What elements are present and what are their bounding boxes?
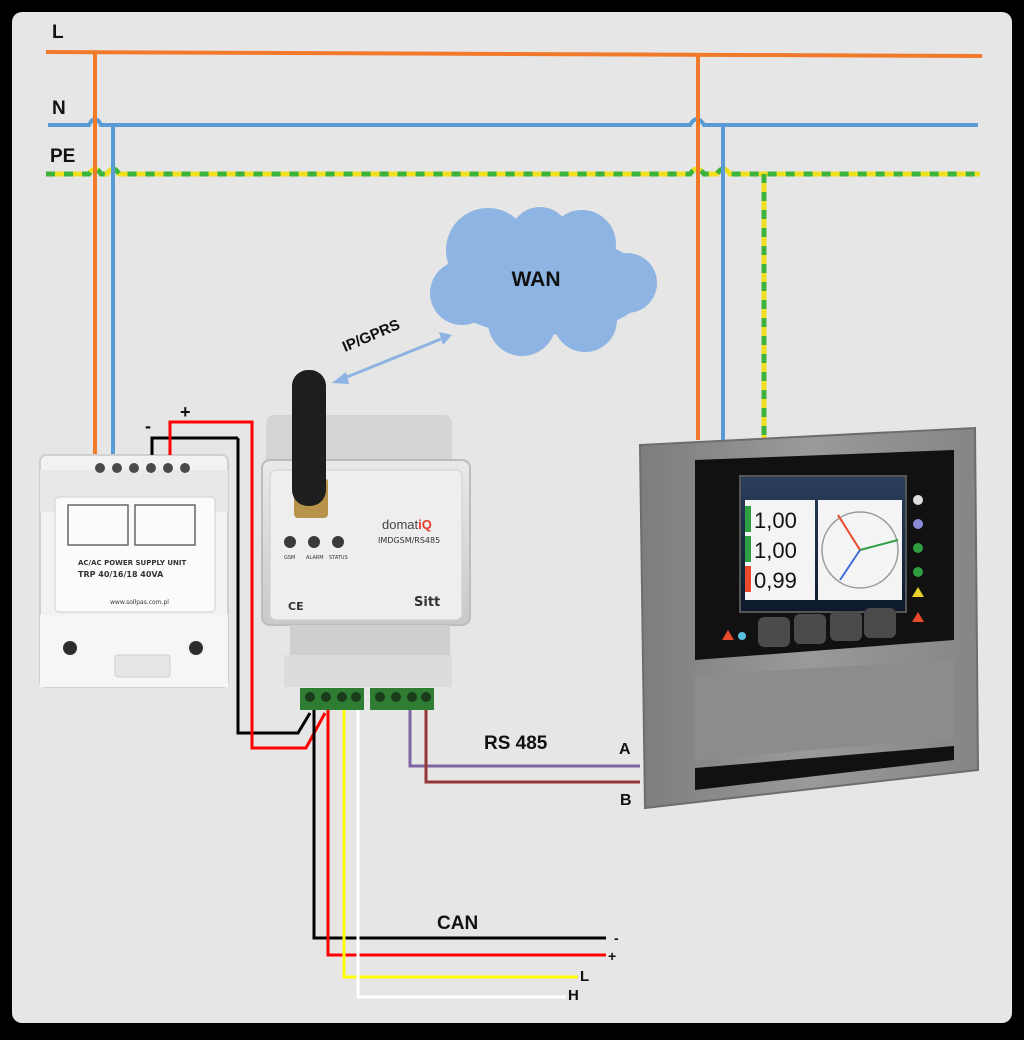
status-led-label: STATUS <box>329 555 348 561</box>
meter-side-icon <box>913 543 923 553</box>
meter-reading-2: 1,00 <box>754 538 797 563</box>
meter-front-led <box>738 632 746 640</box>
rs485-a-label: A <box>619 741 631 758</box>
can-l-label: L <box>580 968 589 985</box>
power-meter: 1,00 1,00 0,99 <box>638 426 980 810</box>
meter-reading-1: 1,00 <box>754 508 797 533</box>
wan-cloud: WAN <box>430 207 657 356</box>
meter-alarm-icon <box>912 612 924 622</box>
can-label: CAN <box>437 913 478 934</box>
gateway-device: GSM ALARM STATUS domatiQ IMDGSM/RS485 CE… <box>261 370 471 710</box>
meter-key-3[interactable] <box>830 611 862 641</box>
psu-plus-label: + <box>180 402 191 422</box>
meter-key-1[interactable] <box>758 617 790 647</box>
meter-side-icon <box>913 567 923 577</box>
bus-l-label: L <box>52 22 64 43</box>
can-minus-label: - <box>614 930 619 946</box>
gateway-brand: domatiQ <box>382 517 432 532</box>
rs485-label: RS 485 <box>484 733 548 754</box>
psu-website: www.sollpas.com.pl <box>110 599 169 606</box>
antenna <box>292 370 326 506</box>
meter-front-warning-icon <box>722 630 734 640</box>
status-led <box>332 536 344 548</box>
bus-l-line <box>45 50 983 58</box>
bus-n-line <box>48 117 978 127</box>
meter-key-2[interactable] <box>794 614 826 644</box>
bus-n-label: N <box>52 98 66 119</box>
rs485-wiring <box>408 710 640 784</box>
power-supply-unit: AC/AC POWER SUPPLY UNIT TRP 40/16/18 40V… <box>39 454 229 688</box>
bus-pe-label: PE <box>50 146 75 167</box>
psu-power-wiring <box>150 420 327 750</box>
wan-label: WAN <box>512 268 561 291</box>
ce-mark: CE <box>288 600 304 613</box>
gateway-model: IMDGSM/RS485 <box>378 536 440 545</box>
bus-pe-line-green <box>46 166 980 177</box>
meter-key-4[interactable] <box>864 608 896 638</box>
alarm-led <box>308 536 320 548</box>
gsm-led <box>284 536 296 548</box>
alarm-led-label: ALARM <box>306 555 324 561</box>
meter-reading-3: 0,99 <box>754 568 797 593</box>
gateway-terminal-block <box>370 688 434 710</box>
can-plus-label: + <box>608 948 616 964</box>
meter-side-icon <box>913 519 923 529</box>
maker-logo: Sitt <box>414 595 440 610</box>
rs485-b-label: B <box>620 792 632 809</box>
meter-side-icon <box>913 495 923 505</box>
psu-minus-label: - <box>145 416 151 436</box>
gsm-led-label: GSM <box>284 555 295 561</box>
psu-line1: AC/AC POWER SUPPLY UNIT <box>78 559 187 567</box>
meter-warning-icon <box>912 587 924 597</box>
psu-line2: TRP 40/16/18 40VA <box>78 570 164 579</box>
can-wiring <box>312 710 606 999</box>
psu-mount-hole <box>63 641 77 655</box>
can-h-label: H <box>568 987 579 1004</box>
mains-buses <box>45 50 983 455</box>
gateway-terminal-block <box>300 688 364 710</box>
psu-mount-hole <box>189 641 203 655</box>
